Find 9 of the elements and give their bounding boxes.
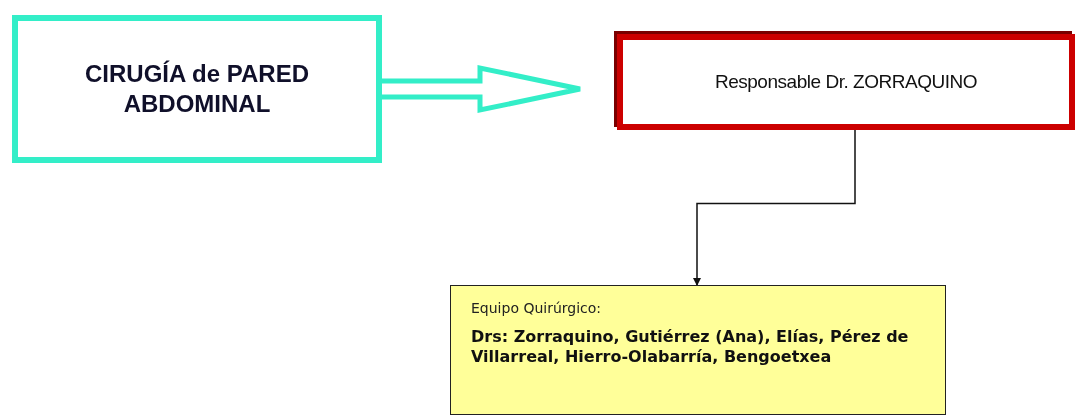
process-box bbox=[12, 15, 382, 163]
block-arrow bbox=[379, 64, 583, 114]
process-box bbox=[617, 34, 1075, 130]
box-title: Responsable Dr. ZORRAQUINO bbox=[714, 69, 978, 94]
note-box bbox=[450, 285, 946, 415]
member-list: Drs: Zorraquino, Gutiérrez (Ana), Elías, Pérez de Villarreal, Hierro-Olabarría, Bengoetxea bbox=[471, 327, 925, 367]
box-heading: Equipo Quirúrgico: bbox=[471, 299, 602, 318]
box-title: CIRUGÍA de PARED ABDOMINAL bbox=[84, 59, 310, 119]
connector-arrow bbox=[693, 129, 856, 286]
